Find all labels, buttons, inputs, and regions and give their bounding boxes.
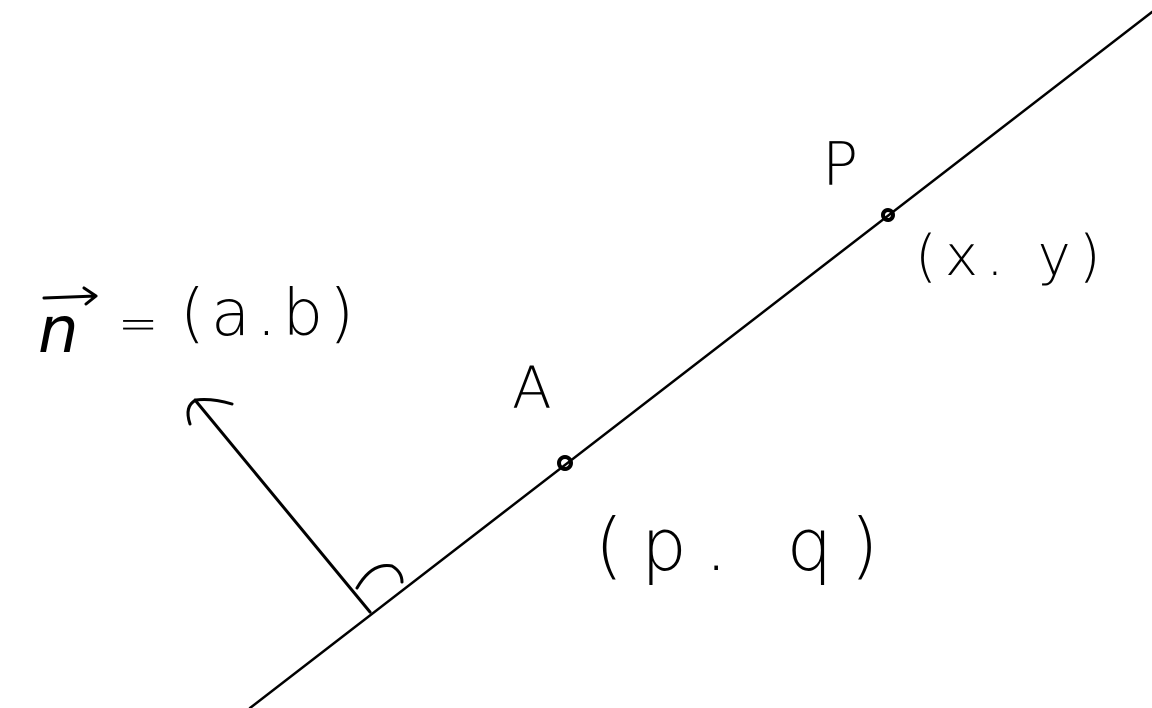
point-a-label: A [512, 354, 552, 422]
point-a-coords: (p. q) [595, 503, 896, 587]
arrowhead-icon [186, 398, 234, 426]
point-p-label: P [822, 130, 858, 200]
equals-sign: = [118, 296, 158, 352]
normal-vector-value: (a.b) [180, 277, 360, 351]
point-p-coords: (x. y) [915, 224, 1109, 289]
vector-arrow-icon [42, 286, 98, 306]
normal-vector-shaft [193, 398, 372, 614]
line [248, 10, 1152, 708]
normal-vector-symbol: n [38, 294, 79, 368]
normal-vector-arrow [186, 398, 404, 614]
normal-vector-label: n = (a.b) [38, 277, 360, 368]
right-angle-mark [355, 563, 404, 590]
point-p-marker [881, 208, 895, 222]
point-a: A (p. q) [512, 354, 896, 587]
point-a-marker [557, 455, 573, 471]
point-p: P (x. y) [822, 130, 1109, 289]
